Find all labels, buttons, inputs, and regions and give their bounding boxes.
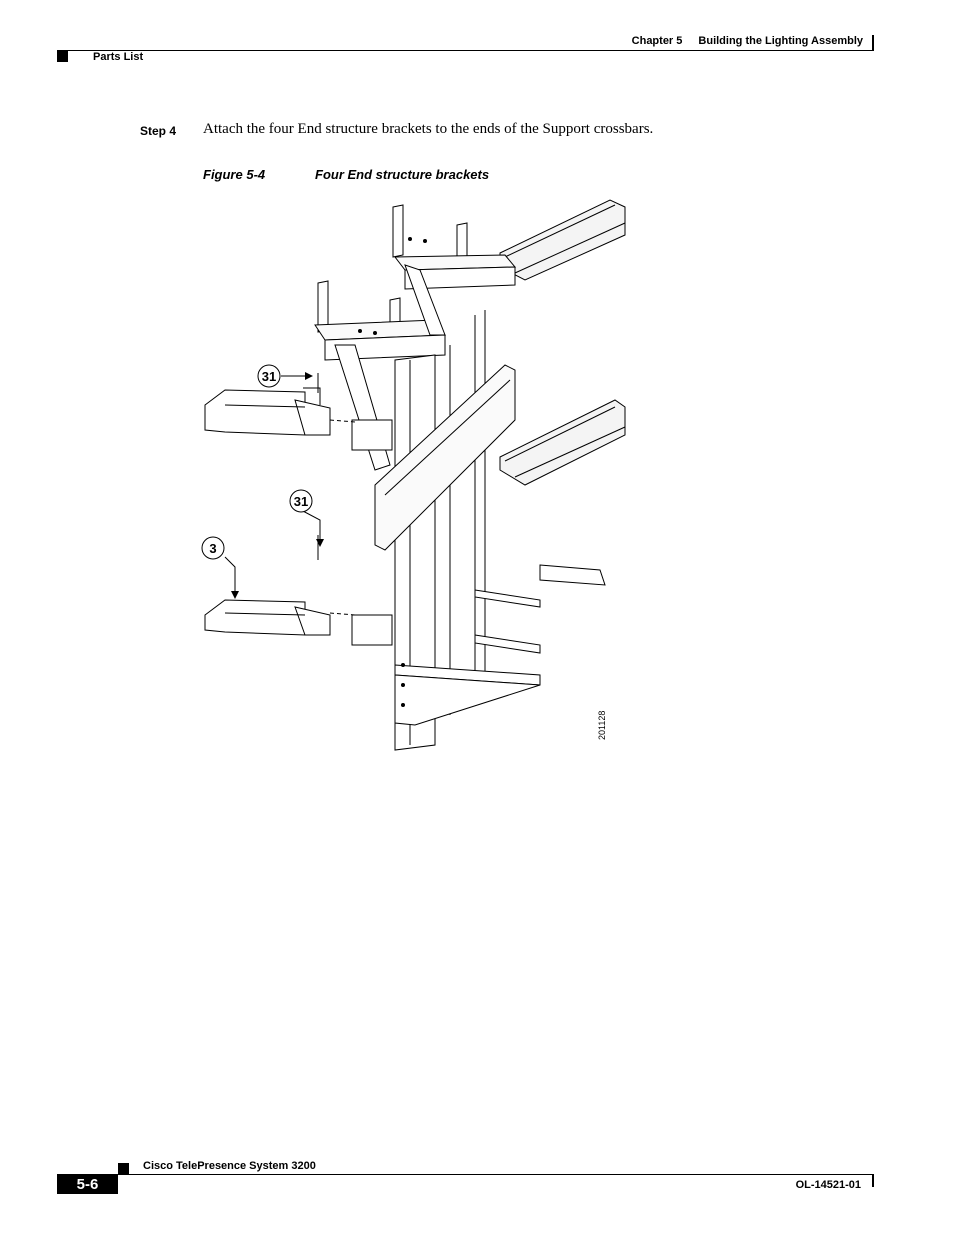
step-text: Attach the four End structure brackets t…	[203, 121, 654, 137]
running-header: Chapter 5 Building the Lighting Assembly	[560, 35, 863, 47]
callout-3-label: 3	[209, 541, 216, 556]
callout-2: 31	[289, 489, 313, 513]
header-rule	[57, 50, 874, 51]
callout-2-label: 31	[294, 494, 308, 509]
page-number: 5-6	[57, 1175, 118, 1194]
book-title: Cisco TelePresence System 3200	[143, 1160, 316, 1172]
callout-1-label: 31	[262, 369, 276, 384]
footer-bar	[872, 1175, 874, 1187]
header-bar	[872, 35, 874, 50]
chapter-title: Building the Lighting Assembly	[698, 35, 863, 47]
callout-3: 3	[201, 536, 225, 560]
lighting-assembly-drawing: 31 31 3 201128	[201, 199, 626, 751]
step-label: Step 4	[140, 124, 177, 138]
doc-number: OL-14521-01	[795, 1179, 861, 1191]
art-id: 201128	[597, 711, 607, 740]
footer-rule	[57, 1174, 874, 1175]
section-label: Parts List	[93, 51, 144, 63]
figure-title: Four End structure brackets	[315, 167, 490, 182]
footer-marker	[118, 1163, 129, 1174]
figure-illustration: 31 31 3 201128	[195, 195, 645, 755]
chapter-label: Chapter 5	[631, 35, 683, 47]
header-marker	[57, 51, 68, 62]
callout-1: 31	[257, 364, 281, 388]
figure-number: Figure 5-4	[203, 167, 266, 182]
